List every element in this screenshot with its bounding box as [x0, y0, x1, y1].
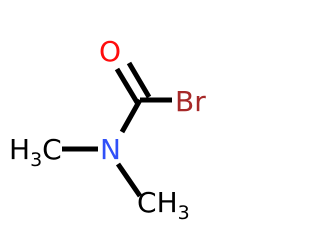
right-methyl-carbon: C [137, 186, 157, 219]
bonds [62, 61, 172, 198]
carbonyl-double-bond-line-2 [126, 61, 152, 99]
left-methyl-subscript: 3 [30, 149, 42, 171]
nitrogen-right-methyl-bond [115, 162, 143, 198]
oxygen-atom-label: O [99, 35, 121, 68]
structure-diagram: O Br N H3C CH3 [9, 35, 206, 224]
left-methyl-hydrogen: H [9, 133, 30, 166]
nitrogen-atom-label: N [100, 133, 121, 166]
carbon-nitrogen-bond [119, 98, 143, 134]
right-methyl-group-label: CH3 [137, 186, 190, 224]
bromine-atom-label: Br [175, 85, 206, 118]
right-methyl-hydrogen: H [157, 186, 178, 219]
right-methyl-subscript: 3 [178, 202, 190, 224]
left-methyl-group-label: H3C [9, 133, 62, 171]
left-methyl-carbon: C [42, 133, 62, 166]
carbonyl-double-bond-line-1 [114, 67, 141, 106]
